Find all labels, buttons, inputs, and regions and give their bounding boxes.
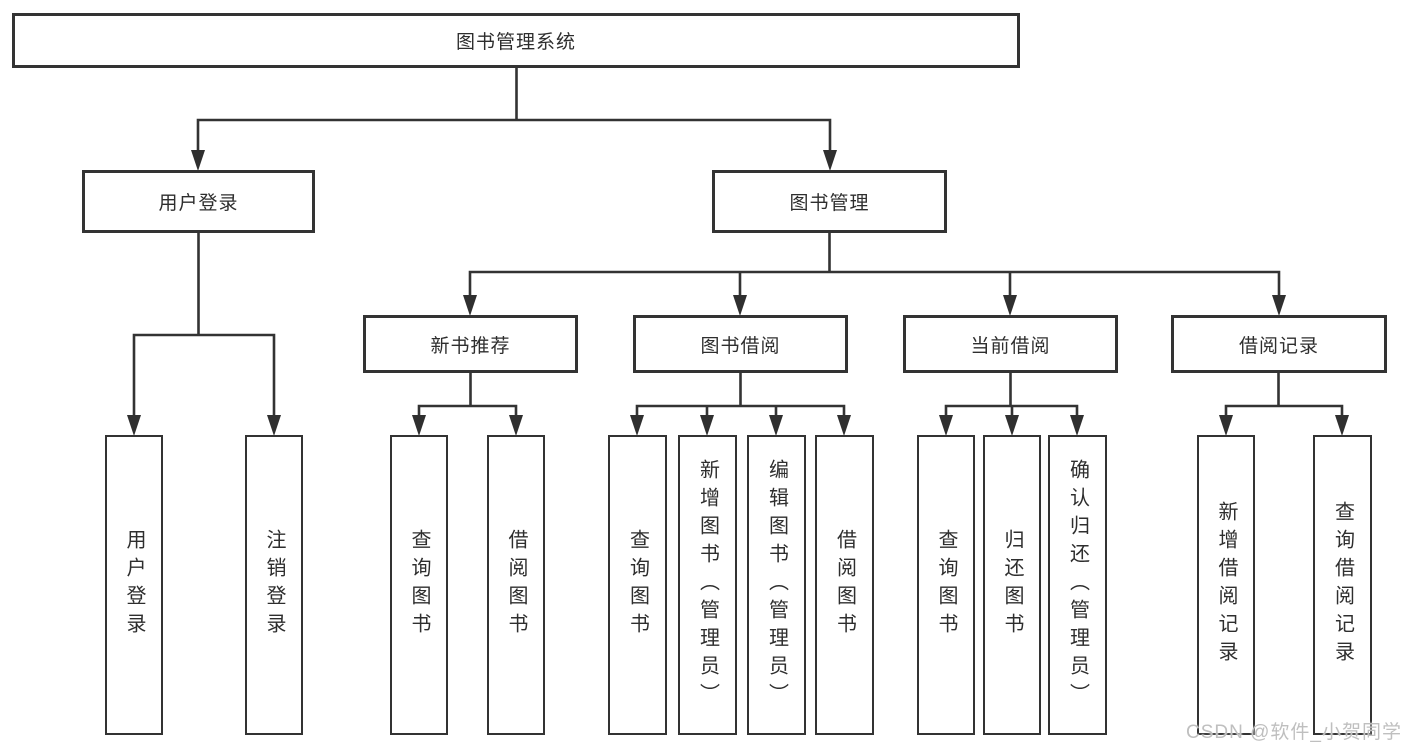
node-borrow-records: 借阅记录 — [1171, 315, 1387, 373]
connector-book-management — [468, 233, 1281, 296]
arrowhead-icon — [939, 415, 953, 436]
connector-root — [196, 68, 832, 151]
node-book-borrow: 图书借阅 — [633, 315, 848, 373]
node-leaf-borrow-books-recommend: 借阅图书 — [487, 435, 545, 735]
arrowhead-icon — [191, 150, 205, 171]
node-label: 图书借阅 — [700, 335, 781, 357]
connector-borrow-records — [1224, 373, 1344, 416]
arrowhead-icon — [1272, 295, 1286, 316]
node-label: 图书管理系统 — [455, 32, 576, 53]
node-label: 当前借阅 — [970, 335, 1051, 357]
node-leaf-add-books-admin: 新增图书（管理员） — [678, 435, 737, 735]
node-leaf-user-login: 用户登录 — [105, 435, 163, 735]
arrowhead-icon — [267, 415, 281, 436]
arrowhead-icon — [1219, 415, 1233, 436]
node-label: 查询图书 — [408, 529, 430, 641]
node-label: 新增图书（管理员） — [696, 459, 719, 711]
node-label: 确认归还（管理员） — [1066, 459, 1089, 711]
arrowhead-icon — [1003, 295, 1017, 316]
node-label: 借阅记录 — [1238, 335, 1319, 357]
arrowhead-icon — [127, 415, 141, 436]
node-leaf-add-borrow-record: 新增借阅记录 — [1197, 435, 1255, 735]
node-leaf-confirm-return-admin: 确认归还（管理员） — [1048, 435, 1107, 735]
arrowhead-icon — [700, 415, 714, 436]
node-label: 查询借阅记录 — [1331, 501, 1354, 669]
node-leaf-borrow-books: 借阅图书 — [815, 435, 874, 735]
arrowhead-icon — [837, 415, 851, 436]
node-leaf-query-books-recommend: 查询图书 — [390, 435, 448, 735]
arrowhead-icon — [412, 415, 426, 436]
arrowhead-icon — [509, 415, 523, 436]
arrowhead-icon — [823, 150, 837, 171]
node-new-book-recommend: 新书推荐 — [363, 315, 578, 373]
arrowhead-icon — [769, 415, 783, 436]
node-label: 用户登录 — [123, 529, 145, 641]
node-label: 查询图书 — [935, 529, 957, 641]
node-label: 借阅图书 — [833, 529, 856, 641]
arrowhead-icon — [733, 295, 747, 316]
node-label: 查询图书 — [626, 529, 649, 641]
node-label: 图书管理 — [789, 193, 870, 214]
node-label: 新书推荐 — [430, 335, 511, 357]
node-label: 借阅图书 — [505, 529, 527, 641]
node-label: 用户登录 — [158, 193, 239, 214]
node-leaf-return-books: 归还图书 — [983, 435, 1041, 735]
node-label: 新增借阅记录 — [1215, 501, 1237, 669]
node-label: 归还图书 — [1001, 529, 1023, 641]
node-leaf-logout: 注销登录 — [245, 435, 303, 735]
connector-new-book-recommend — [417, 373, 518, 416]
node-user-login: 用户登录 — [82, 170, 315, 233]
node-book-management: 图书管理 — [712, 170, 947, 233]
arrowhead-icon — [1005, 415, 1019, 436]
connector-current-borrow — [944, 373, 1079, 416]
arrowhead-icon — [1070, 415, 1084, 436]
node-leaf-query-books-borrow: 查询图书 — [608, 435, 667, 735]
node-current-borrow: 当前借阅 — [903, 315, 1118, 373]
node-label: 编辑图书（管理员） — [765, 459, 788, 711]
arrowhead-icon — [1335, 415, 1349, 436]
node-label: 注销登录 — [263, 529, 285, 641]
csdn-watermark: CSDN @软件_小贺同学 — [1186, 722, 1402, 743]
node-library-management-system: 图书管理系统 — [12, 13, 1020, 68]
node-leaf-edit-books-admin: 编辑图书（管理员） — [747, 435, 806, 735]
node-leaf-query-books-current: 查询图书 — [917, 435, 975, 735]
connector-book-borrow — [635, 373, 846, 416]
arrowhead-icon — [463, 295, 477, 316]
arrowhead-icon — [630, 415, 644, 436]
node-leaf-query-borrow-record: 查询借阅记录 — [1313, 435, 1372, 735]
connector-user-login — [132, 233, 276, 416]
